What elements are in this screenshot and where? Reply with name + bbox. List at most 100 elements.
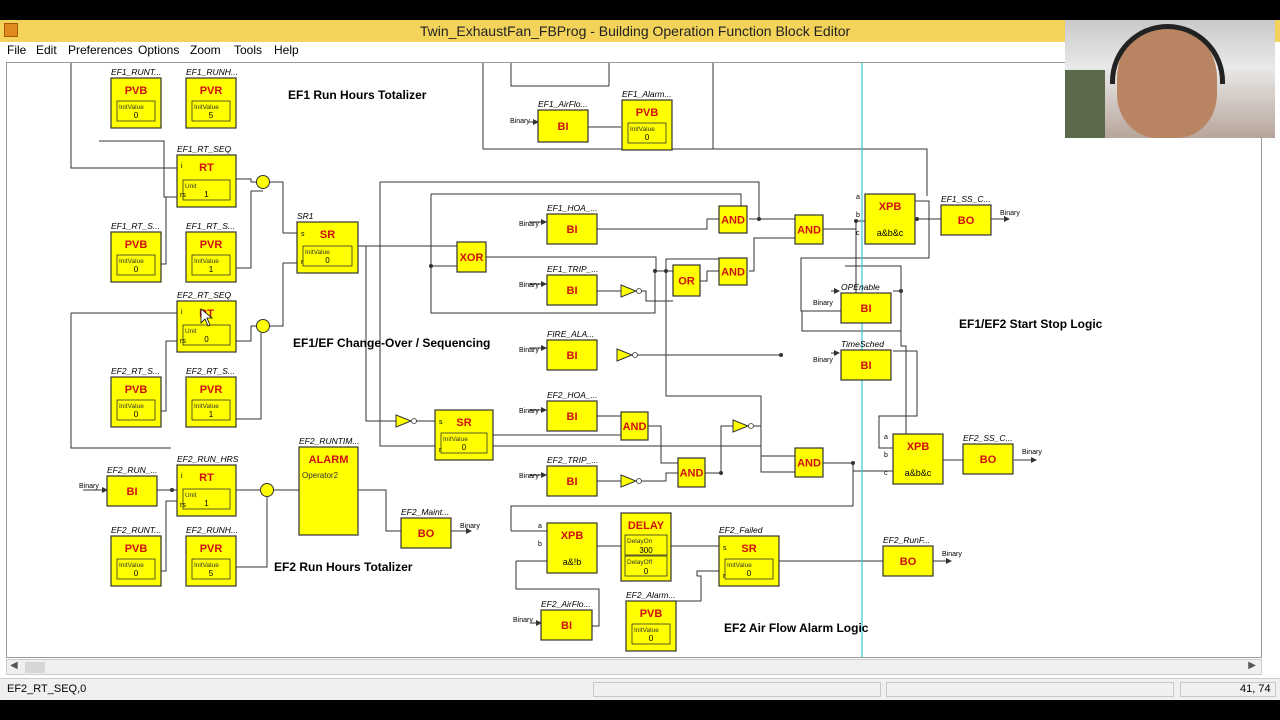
svg-text:BI: BI <box>567 476 578 488</box>
mouse-cursor <box>200 308 214 327</box>
svg-text:Binary: Binary <box>519 473 539 480</box>
menu-tools[interactable]: Tools <box>234 43 263 57</box>
horizontal-scrollbar[interactable]: ◀ ▶ <box>6 659 1262 675</box>
compare-node-3[interactable] <box>260 483 274 497</box>
svg-text:InitValue: InitValue <box>119 562 144 569</box>
section-labels: EF1 Run Hours Totalizer EF2 Run Hours To… <box>274 88 1103 635</box>
svg-text:BI: BI <box>861 360 872 372</box>
menu-preferences[interactable]: Preferences <box>68 43 133 57</box>
block-and1[interactable]: AND <box>718 205 748 234</box>
screen-border-top <box>0 0 1280 20</box>
menu-help[interactable]: Help <box>274 43 299 57</box>
menu-file[interactable]: File <box>7 43 27 57</box>
svg-text:Binary: Binary <box>510 118 530 125</box>
svg-text:s: s <box>723 545 727 552</box>
svg-text:EF1_RUNH...: EF1_RUNH... <box>186 67 238 77</box>
scroll-left-icon[interactable]: ◀ <box>10 660 18 671</box>
not-gate-3[interactable] <box>395 414 413 428</box>
not-gate-bubble-4 <box>636 478 642 484</box>
svg-text:BI: BI <box>127 486 138 498</box>
svg-text:b: b <box>856 212 860 219</box>
svg-text:0: 0 <box>204 335 209 344</box>
block-or[interactable]: OR <box>672 264 701 297</box>
not-gate-5[interactable] <box>732 419 750 433</box>
menu-edit[interactable]: Edit <box>36 43 57 57</box>
block-and2[interactable]: AND <box>718 257 748 286</box>
svg-text:PVB: PVB <box>125 384 148 396</box>
svg-text:InitValue: InitValue <box>194 403 219 410</box>
scroll-thumb[interactable] <box>25 662 45 673</box>
scroll-right-icon[interactable]: ▶ <box>1248 660 1256 671</box>
block-and6[interactable]: AND <box>794 447 824 478</box>
not-gate-1[interactable] <box>620 284 638 298</box>
block-and3[interactable]: AND <box>794 214 824 245</box>
block-xor[interactable]: XOR <box>456 241 487 273</box>
svg-text:PVR: PVR <box>200 85 223 97</box>
wire-junction-11 <box>719 471 723 475</box>
svg-text:EF2_SS_C...: EF2_SS_C... <box>963 433 1013 443</box>
block-and5[interactable]: AND <box>677 457 706 488</box>
svg-text:BO: BO <box>418 528 435 540</box>
status-pane-2 <box>886 682 1174 697</box>
compare-node-1[interactable] <box>256 175 270 189</box>
svg-text:PVR: PVR <box>200 239 223 251</box>
svg-text:0: 0 <box>747 569 752 578</box>
compare-node-2[interactable] <box>256 319 270 333</box>
menu-options[interactable]: Options <box>138 43 180 57</box>
svg-text:PVB: PVB <box>125 239 148 251</box>
svg-text:EF1_AirFlo...: EF1_AirFlo... <box>538 99 588 109</box>
block-and4[interactable]: AND <box>620 411 649 441</box>
menu-zoom[interactable]: Zoom <box>190 43 221 57</box>
svg-text:PVB: PVB <box>125 543 148 555</box>
svg-text:EF2_Failed: EF2_Failed <box>719 525 763 535</box>
svg-text:EF2_RUN_HRS: EF2_RUN_HRS <box>177 454 239 464</box>
svg-text:BI: BI <box>567 350 578 362</box>
svg-text:InitValue: InitValue <box>119 104 144 111</box>
not-gate-4[interactable] <box>620 474 638 488</box>
not-gate-2[interactable] <box>616 348 634 362</box>
svg-text:InitValue: InitValue <box>443 436 468 443</box>
svg-text:0: 0 <box>644 567 649 576</box>
svg-text:a: a <box>538 523 542 530</box>
svg-text:Binary: Binary <box>813 357 833 364</box>
svg-text:a&b&c: a&b&c <box>877 228 904 238</box>
app-icon <box>4 23 18 37</box>
